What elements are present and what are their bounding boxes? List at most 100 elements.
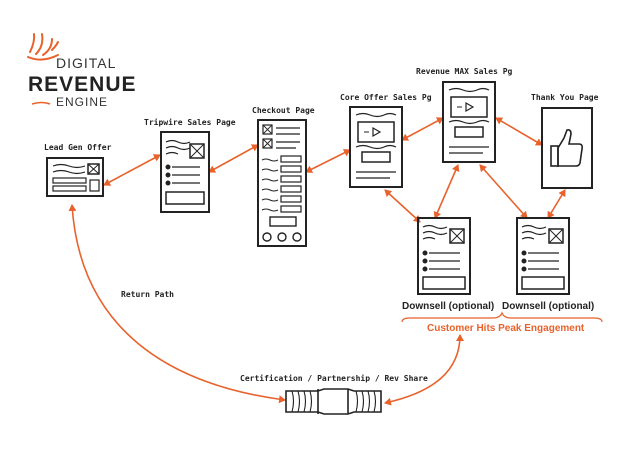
- image-cross: [87, 163, 100, 175]
- squiggle-line: [52, 163, 86, 169]
- core-offer-page: [349, 106, 403, 188]
- page-frame: [541, 107, 593, 189]
- squiggle-line: [422, 236, 436, 240]
- bullet-dot: [521, 266, 527, 272]
- squiggle-line: [448, 119, 490, 125]
- submit-box: [269, 216, 297, 227]
- arrow-revmax-downsell2: [479, 164, 528, 219]
- form-field: [280, 195, 302, 203]
- cta-box: [422, 276, 466, 290]
- brand-line-2: REVENUE: [28, 73, 137, 96]
- bullet-dot: [422, 266, 428, 272]
- text-lines: [356, 171, 396, 179]
- bullet-dot: [165, 180, 171, 186]
- squiggle-line: [448, 87, 490, 93]
- downsell-page-2: [516, 217, 570, 295]
- arrow-thankyou-downsell2: [547, 189, 566, 219]
- scroll-joint: [317, 389, 349, 414]
- tripwire-label: Tripwire Sales Page: [144, 117, 236, 127]
- lead-gen-page: [46, 157, 104, 197]
- image-placeholder: [262, 138, 273, 149]
- arrow-core-revmax: [401, 117, 444, 141]
- thumbs-up-icon: [550, 129, 583, 167]
- squiggle-line: [521, 236, 535, 240]
- return-path-label: Return Path: [121, 290, 174, 299]
- bullet-dot: [165, 172, 171, 178]
- input-box: [52, 177, 87, 184]
- scroll-ridges-right: [355, 390, 377, 413]
- squiggle-line: [521, 230, 547, 236]
- downsell-page-1: [417, 217, 471, 295]
- arrow-return-path: [68, 204, 286, 404]
- button-box: [89, 179, 100, 192]
- cta-box: [165, 191, 205, 205]
- lead-gen-label: Lead Gen Offer: [44, 143, 112, 152]
- form-field: [280, 185, 302, 193]
- image-cross: [548, 228, 564, 244]
- form-field: [280, 155, 302, 163]
- squiggle-line: [422, 230, 448, 236]
- cta-box: [454, 126, 484, 138]
- image-placeholder: [548, 228, 564, 244]
- arrow-revmax-thankyou: [495, 117, 543, 146]
- image-placeholder: [189, 143, 205, 159]
- payment-circle: [277, 232, 287, 242]
- cta-box: [361, 151, 391, 163]
- brand-logo: DIGITAL REVENUE ENGINE: [27, 33, 137, 109]
- brand-underline: [31, 101, 51, 105]
- image-cross: [189, 143, 205, 159]
- arrow-leadgen-tripwire: [103, 154, 161, 186]
- brand-line-3: ENGINE: [56, 95, 108, 109]
- revenue-max-label: Revenue MAX Sales Pg: [416, 67, 513, 76]
- arrow-tripwire-checkout: [208, 144, 259, 173]
- form-field: [280, 175, 302, 183]
- payment-circle: [292, 232, 302, 242]
- form-field: [280, 165, 302, 173]
- image-placeholder: [262, 124, 273, 135]
- video-frame: [450, 96, 488, 118]
- checkout-label: Checkout Page: [252, 106, 315, 115]
- arrow-core-downsell1: [384, 189, 421, 223]
- cta-box: [521, 276, 565, 290]
- form-field: [280, 205, 302, 213]
- image-cross: [449, 228, 465, 244]
- peak-brace: [401, 311, 603, 323]
- thumb-hand: [557, 129, 583, 167]
- play-icon: [465, 101, 475, 113]
- form-labels: [261, 158, 279, 212]
- connector-arrows: [68, 117, 566, 406]
- page-frame: [442, 81, 496, 163]
- image-cross: [262, 138, 273, 149]
- arrow-revmax-downsell1: [433, 164, 460, 219]
- image-placeholder: [87, 163, 100, 175]
- play-icon: [372, 126, 382, 138]
- squiggle-line: [422, 224, 448, 230]
- squiggle-line: [165, 139, 191, 145]
- text-lines: [449, 146, 489, 154]
- squiggle-line: [165, 151, 179, 155]
- text-lines: [276, 127, 300, 149]
- squiggle-line: [521, 224, 547, 230]
- squiggle-line: [52, 169, 86, 175]
- checkout-page: [257, 119, 307, 247]
- scroll-outline: [285, 388, 382, 415]
- image-cross: [262, 124, 273, 135]
- page-frame: [257, 119, 307, 247]
- page-frame: [516, 217, 570, 295]
- arrow-checkout-core: [305, 149, 351, 173]
- revenue-max-page: [442, 81, 496, 163]
- squiggle-line: [165, 145, 191, 151]
- squiggle-line: [355, 144, 397, 150]
- arrow-peak-certification: [384, 334, 464, 406]
- certification-label: Certification / Partnership / Rev Share: [240, 373, 428, 383]
- page-frame: [349, 106, 403, 188]
- input-box: [52, 185, 87, 192]
- bullet-dot: [165, 164, 171, 170]
- page-frame: [46, 157, 104, 197]
- image-placeholder: [449, 228, 465, 244]
- bullet-dot: [521, 250, 527, 256]
- thumb-cuff: [550, 145, 559, 167]
- tripwire-page: [160, 131, 210, 213]
